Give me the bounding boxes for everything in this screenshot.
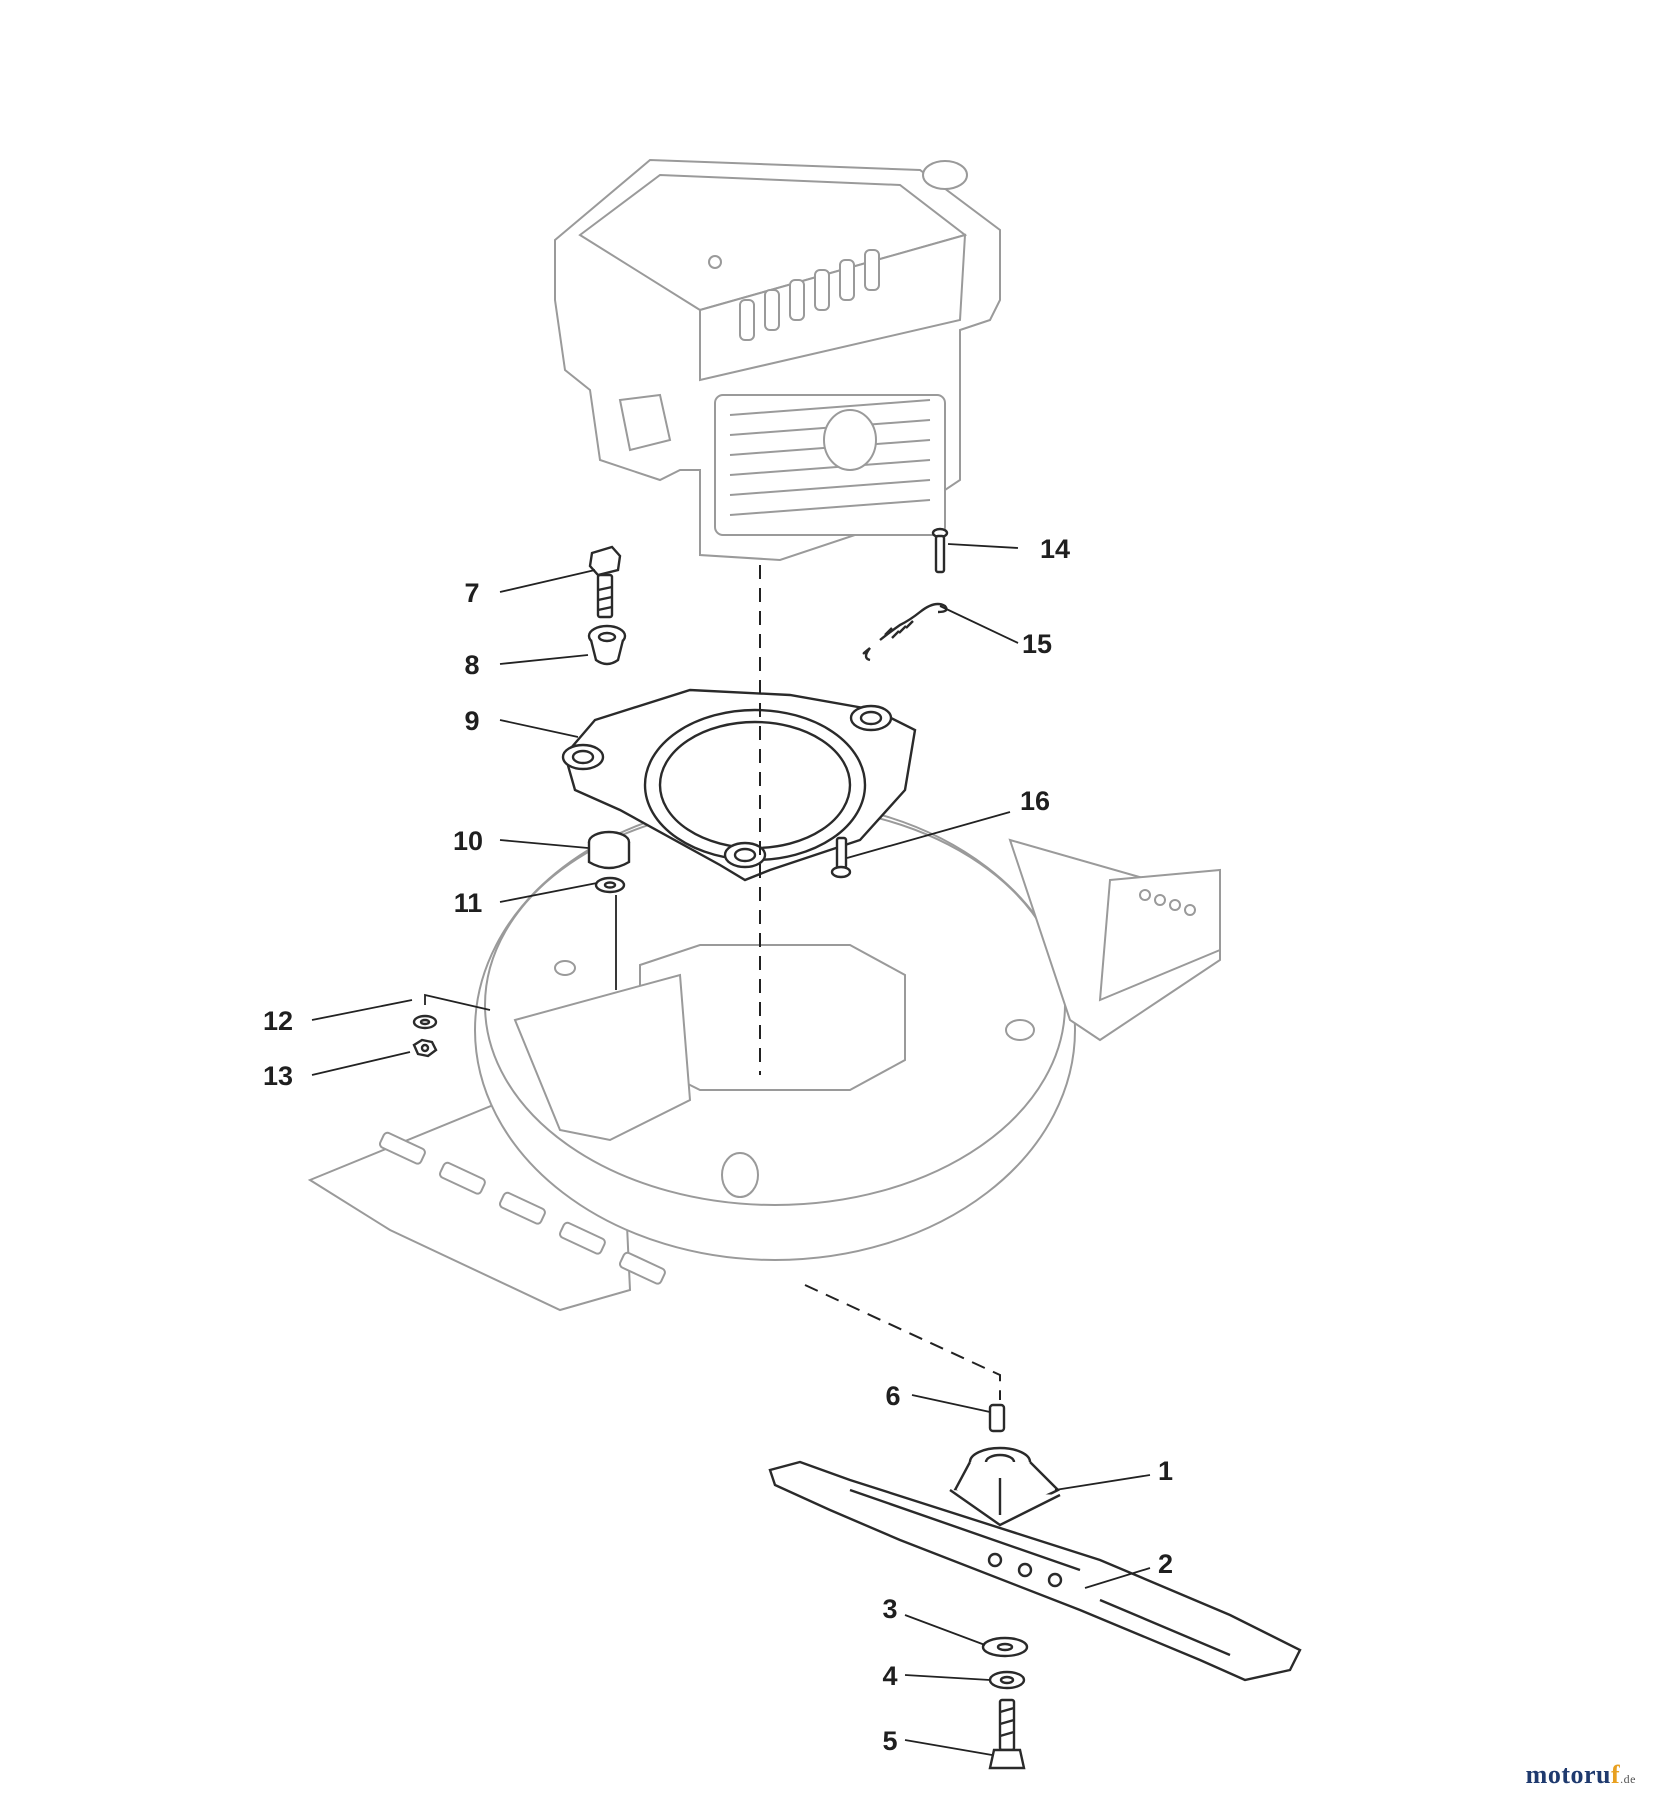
callout-15: 15 <box>1022 629 1052 659</box>
callout-5: 5 <box>882 1726 897 1756</box>
part-13-nut <box>412 1038 438 1058</box>
deck-skid-slots <box>378 1131 666 1285</box>
part-12-washer <box>412 1014 438 1030</box>
part-12-guide-line <box>424 993 491 1011</box>
callout-2: 2 <box>1158 1549 1173 1579</box>
part-14-screw <box>931 527 949 574</box>
callout-13: 13 <box>263 1061 293 1091</box>
callout-10: 10 <box>453 826 483 856</box>
callout-14: 14 <box>1040 534 1070 564</box>
callout-11: 11 <box>454 888 483 918</box>
callout-3: 3 <box>882 1594 897 1624</box>
mower-deck <box>307 799 1221 1312</box>
callout-6: 6 <box>885 1381 900 1411</box>
part-10-spacer <box>587 830 631 870</box>
callout-9: 9 <box>464 706 479 736</box>
part-11-washer <box>594 876 626 894</box>
part-2-blade <box>768 1460 1302 1682</box>
callout-12: 12 <box>263 1006 293 1036</box>
part-3-washer <box>981 1636 1029 1658</box>
engine <box>554 158 1001 562</box>
part-5-bolt <box>988 1698 1026 1770</box>
callout-4: 4 <box>882 1661 897 1691</box>
blade-axis-dashed-line <box>804 1284 1001 1400</box>
part-4-lock-washer <box>988 1670 1026 1690</box>
part-7-bolt <box>588 545 622 619</box>
watermark-logo: motoruf.de <box>1525 1760 1636 1789</box>
engine-cover-slots <box>739 249 880 341</box>
deck-adjust-holes <box>1139 889 1196 916</box>
part-8-bushing <box>587 624 627 666</box>
callout-7: 7 <box>464 578 479 608</box>
callout-8: 8 <box>464 650 479 680</box>
callout-1: 1 <box>1158 1456 1173 1486</box>
part-16-bolt <box>830 836 852 879</box>
oil-cap-icon <box>922 160 968 190</box>
part-6-key <box>988 1403 1006 1433</box>
part-9-engine-plate <box>561 688 917 882</box>
callout-16: 16 <box>1020 786 1050 816</box>
part-1-blade-adapter <box>949 1446 1061 1527</box>
part-15-spring <box>862 602 948 662</box>
